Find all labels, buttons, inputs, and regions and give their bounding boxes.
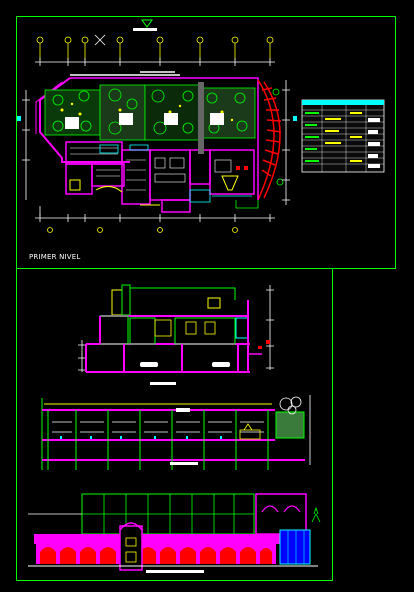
- plan-rooms: [65, 141, 255, 213]
- top-grid-axes: [36, 34, 274, 60]
- building-section-1: [78, 284, 274, 385]
- schedule-table: [301, 99, 385, 173]
- plan-interior-lines: [70, 147, 232, 191]
- tree-icon: [311, 506, 321, 523]
- top-dimension-line: [35, 58, 275, 66]
- plan-yellow-details: [69, 175, 239, 206]
- garden-courtyards: [44, 84, 256, 141]
- tree-icon: [279, 396, 302, 415]
- title-bar: [133, 28, 157, 31]
- plan-cyan-fixtures: [99, 144, 252, 203]
- floor-plan: [17, 19, 297, 233]
- bottom-dimension-line: [35, 206, 275, 222]
- plan-curved-stair: [257, 79, 282, 201]
- sheet-title-label: PRIMER NIVEL: [29, 253, 81, 261]
- building-section-2: [41, 395, 311, 470]
- lower-sheet-frame: [16, 268, 333, 581]
- north-arrow-icon: [141, 19, 153, 28]
- building-elevation: [28, 493, 321, 573]
- plan-corridor: [198, 82, 204, 154]
